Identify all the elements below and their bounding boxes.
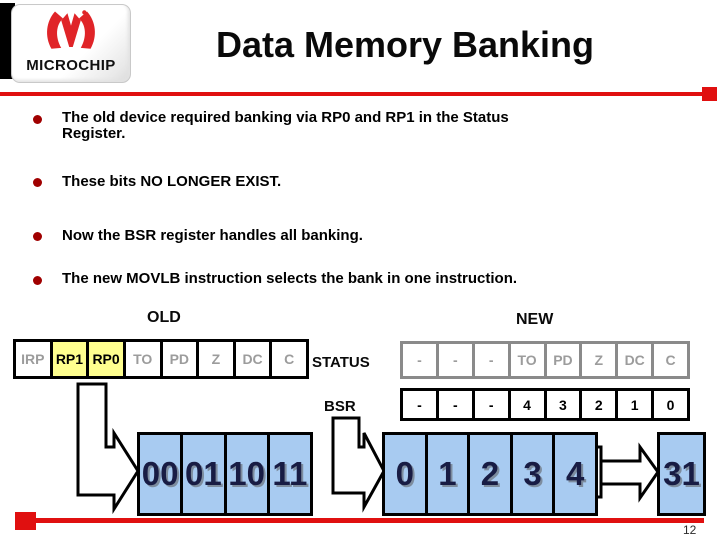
register-cell-rp0: RP0: [86, 342, 123, 376]
bank-cell: 01: [180, 435, 224, 513]
register-cell: -: [471, 391, 508, 418]
bullet-icon: [33, 276, 42, 285]
top-rule-end-square: [702, 87, 717, 101]
bsr-register: - - - 4 3 2 1 0: [400, 388, 690, 421]
logo-wordmark: MICROCHIP: [26, 57, 116, 74]
bullet-item: Now the BSR register handles all banking…: [62, 227, 363, 244]
page-title: Data Memory Banking: [215, 24, 595, 65]
bullet-item: These bits NO LONGER EXIST.: [62, 173, 282, 190]
last-bank-cell: 31: [657, 432, 706, 516]
right-arrow-icon: [599, 442, 660, 503]
bank-cell: 0: [385, 435, 425, 513]
register-cell: IRP: [16, 342, 50, 376]
bank-cell: 31: [660, 435, 703, 513]
bank-cell: 3: [509, 435, 553, 513]
register-cell: Z: [196, 342, 233, 376]
old-banks-row: 00 01 10 11: [137, 432, 313, 516]
page-number: 12: [683, 523, 697, 537]
bsr-register-label: BSR: [324, 398, 356, 415]
bullet-icon: [33, 115, 42, 124]
register-cell: -: [435, 344, 472, 376]
bent-arrow-old-icon: [76, 382, 140, 515]
register-cell: -: [471, 344, 508, 376]
register-cell-rp1: RP1: [49, 342, 87, 376]
old-section-label: OLD: [147, 309, 181, 326]
bank-cell: 00: [140, 435, 181, 513]
bent-arrow-bsr-icon: [331, 416, 386, 513]
register-cell: TO: [122, 342, 160, 376]
status-register-label: STATUS: [312, 354, 370, 371]
register-cell: -: [435, 391, 472, 418]
bullet-icon: [33, 232, 42, 241]
top-rule-line: [0, 92, 705, 96]
bottom-rule-end-square: [15, 512, 36, 530]
register-cell: DC: [615, 344, 652, 376]
register-cell: 4: [507, 391, 544, 418]
register-cell: PD: [543, 344, 580, 376]
bank-cell: 2: [467, 435, 510, 513]
bottom-rule-line: [20, 518, 704, 523]
old-status-register: IRP RP1 RP0 TO PD Z DC C: [13, 339, 309, 379]
register-cell: 2: [579, 391, 616, 418]
register-cell: C: [269, 342, 306, 376]
bank-cell: 1: [424, 435, 468, 513]
new-banks-row: 0 1 2 3 4: [382, 432, 598, 516]
register-cell: -: [403, 391, 436, 418]
microchip-logo: MICROCHIP: [11, 4, 131, 83]
register-cell: 0: [651, 391, 687, 418]
new-section-label: NEW: [516, 311, 554, 328]
register-cell: TO: [507, 344, 544, 376]
register-cell: 1: [615, 391, 652, 418]
bullet-item: The new MOVLB instruction selects the ba…: [62, 270, 518, 287]
register-cell: 3: [543, 391, 580, 418]
register-cell: Z: [579, 344, 616, 376]
register-cell: DC: [232, 342, 270, 376]
bullet-item: The old device required banking via RP0 …: [62, 109, 509, 142]
new-status-register: - - - TO PD Z DC C: [400, 341, 690, 379]
register-cell: -: [403, 344, 436, 376]
bank-cell: 4: [552, 435, 595, 513]
bullet-icon: [33, 178, 42, 187]
microchip-m-icon: [47, 10, 95, 49]
register-cell: C: [651, 344, 687, 376]
bank-cell: 11: [266, 435, 310, 513]
bank-cell: 10: [223, 435, 267, 513]
register-cell: PD: [159, 342, 197, 376]
